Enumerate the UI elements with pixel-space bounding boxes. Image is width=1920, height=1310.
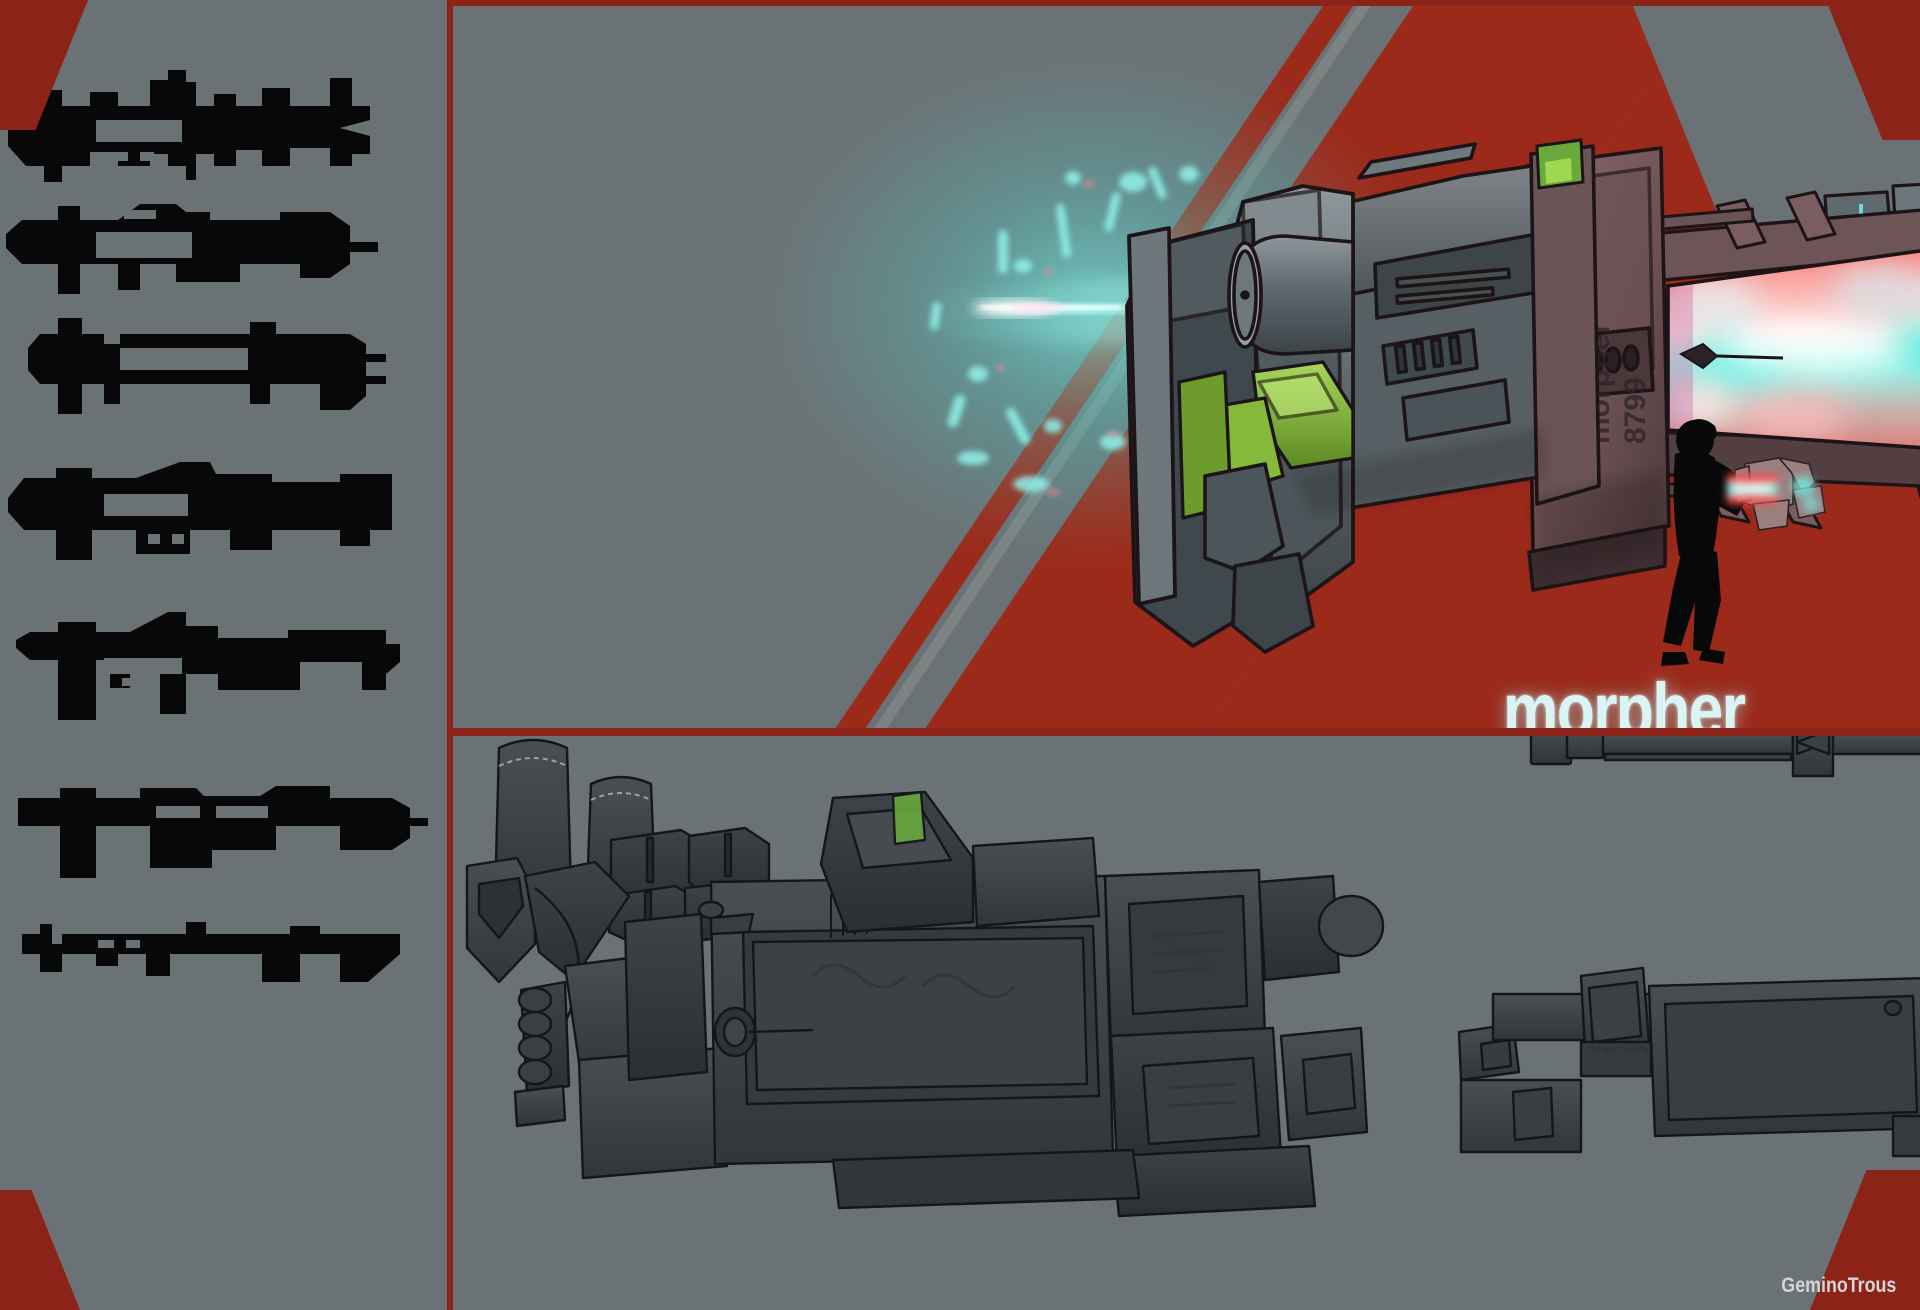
silhouette-5-icon: [16, 612, 400, 720]
hero-panel: morpher 8799: [453, 6, 1920, 728]
silhouette-column: [0, 0, 447, 1310]
list-item: [0, 460, 447, 574]
list-item: [0, 612, 447, 740]
silhouette-1-icon: [8, 70, 370, 182]
silhouette-6-icon: [18, 786, 428, 878]
scale-figure: [1661, 419, 1826, 666]
list-item: [0, 920, 447, 1024]
ortho-panel: [453, 736, 1920, 1310]
list-item: [0, 70, 447, 185]
list-item: [0, 318, 447, 426]
frame-vertical-rule: [447, 0, 453, 1310]
hero-weapon-render: morpher 8799: [1125, 138, 1920, 654]
silhouette-7-icon: [22, 922, 400, 982]
frame-top-rule: [447, 0, 1920, 6]
frame-horizontal-rule: [447, 728, 1920, 736]
silhouette-4-icon: [8, 462, 392, 560]
list-item: [0, 198, 447, 298]
ortho-drawings: [465, 736, 1920, 1218]
silhouette-3-icon: [28, 318, 386, 414]
artist-signature: GeminoTrous: [1780, 1274, 1896, 1297]
list-item: [0, 782, 447, 892]
silhouette-2-icon: [6, 204, 378, 294]
body-stencil-number: 8799: [1619, 377, 1652, 444]
